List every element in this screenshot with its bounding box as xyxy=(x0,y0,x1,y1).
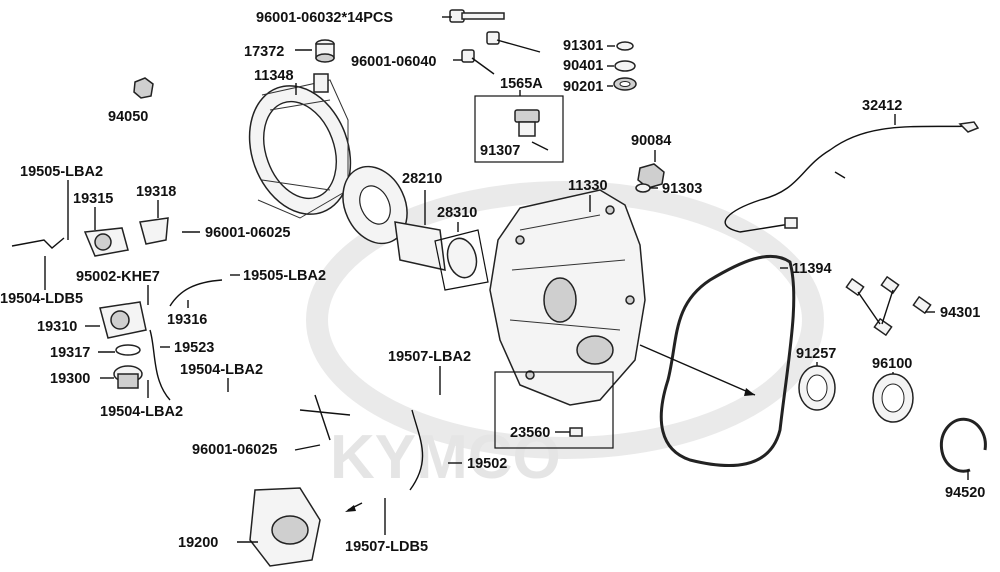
cable-32412-drawing xyxy=(724,121,980,233)
label-19504-LBA2-b: 19504-LBA2 xyxy=(100,404,183,420)
bearing-96100-drawing xyxy=(872,373,914,423)
label-91303: 91303 xyxy=(662,181,702,197)
label-96001-06040: 96001-06040 xyxy=(351,54,436,70)
bolts-96001-06025-drawing xyxy=(299,394,351,441)
pins-94301-drawing xyxy=(845,275,932,337)
label-19523: 19523 xyxy=(174,340,214,356)
label-32412: 32412 xyxy=(862,98,902,114)
bushing-17372-drawing xyxy=(315,39,335,63)
box-1565A-drawing xyxy=(474,95,564,163)
label-1565A: 1565A xyxy=(500,76,543,92)
label-19505-LBA2-b: 19505-LBA2 xyxy=(243,268,326,284)
label-17372: 17372 xyxy=(244,44,284,60)
label-19507-LDB5: 19507-LDB5 xyxy=(345,539,428,555)
label-19504-LDB5: 19504-LDB5 xyxy=(0,291,83,307)
watermark-text: KYMCO xyxy=(330,423,561,492)
label-19200: 19200 xyxy=(178,535,218,551)
label-94050: 94050 xyxy=(108,109,148,125)
seal-91257-drawing xyxy=(798,365,836,411)
label-91257: 91257 xyxy=(796,346,836,362)
label-19300: 19300 xyxy=(50,371,90,387)
label-19507-LBA2: 19507-LBA2 xyxy=(388,349,471,365)
part-94050-drawing xyxy=(133,77,154,99)
label-23560: 23560 xyxy=(510,425,550,441)
label-19504-LBA2-a: 19504-LBA2 xyxy=(180,362,263,378)
label-19316: 19316 xyxy=(167,312,207,328)
label-19315: 19315 xyxy=(73,191,113,207)
bolt-96001-06032-drawing xyxy=(449,9,505,23)
hose-19504-LDB5-drawing xyxy=(11,237,65,249)
box-28310-drawing xyxy=(434,229,489,291)
label-11348: 11348 xyxy=(254,68,294,84)
label-96001-06025-a: 96001-06025 xyxy=(205,225,290,241)
thermostat-19300-drawing xyxy=(113,365,143,389)
label-94301: 94301 xyxy=(940,305,980,321)
label-90201: 90201 xyxy=(563,79,603,95)
label-19310: 19310 xyxy=(37,319,77,335)
part-90084-drawing xyxy=(635,163,665,193)
label-96001-06032: 96001-06032*14PCS xyxy=(256,10,393,26)
label-94520: 94520 xyxy=(945,485,985,501)
label-95002-KHE7: 95002-KHE7 xyxy=(76,269,160,285)
label-96001-06025-b: 96001-06025 xyxy=(192,442,277,458)
label-28310: 28310 xyxy=(437,205,477,221)
label-28210: 28210 xyxy=(402,171,442,187)
circlip-94520-drawing xyxy=(939,417,987,473)
washers-drawing xyxy=(613,41,637,91)
bracket-19318-drawing xyxy=(139,217,169,245)
pump-19200-drawing xyxy=(249,487,321,567)
label-96100: 96100 xyxy=(872,356,912,372)
part-labels: 96001-06032*14PCS 17372 96001-06040 1134… xyxy=(0,10,985,555)
part-28210-drawing xyxy=(342,165,446,271)
label-11394: 11394 xyxy=(792,261,832,277)
label-91307: 91307 xyxy=(480,143,520,159)
housing-19310-drawing xyxy=(99,301,147,339)
label-19317: 19317 xyxy=(50,345,90,361)
hose-19502-drawing xyxy=(409,409,424,491)
gasket-11394-drawing xyxy=(659,254,796,468)
label-11330: 11330 xyxy=(568,178,608,194)
label-91301: 91301 xyxy=(563,38,603,54)
label-90084: 90084 xyxy=(631,133,671,149)
hose-19523-drawing xyxy=(149,329,171,401)
label-90401: 90401 xyxy=(563,58,603,74)
leader-lines xyxy=(44,16,969,543)
cover-11348-drawing xyxy=(248,73,352,219)
label-19505-LBA2-a: 19505-LBA2 xyxy=(20,164,103,180)
thermostat-19315-drawing xyxy=(83,227,129,257)
bolt-96001-06040-drawing xyxy=(461,31,541,75)
label-19502: 19502 xyxy=(467,456,507,472)
cover-11330-drawing xyxy=(489,189,646,406)
oring-19317-drawing xyxy=(115,344,141,356)
label-19318: 19318 xyxy=(136,184,176,200)
hose-19316-drawing xyxy=(169,279,223,307)
